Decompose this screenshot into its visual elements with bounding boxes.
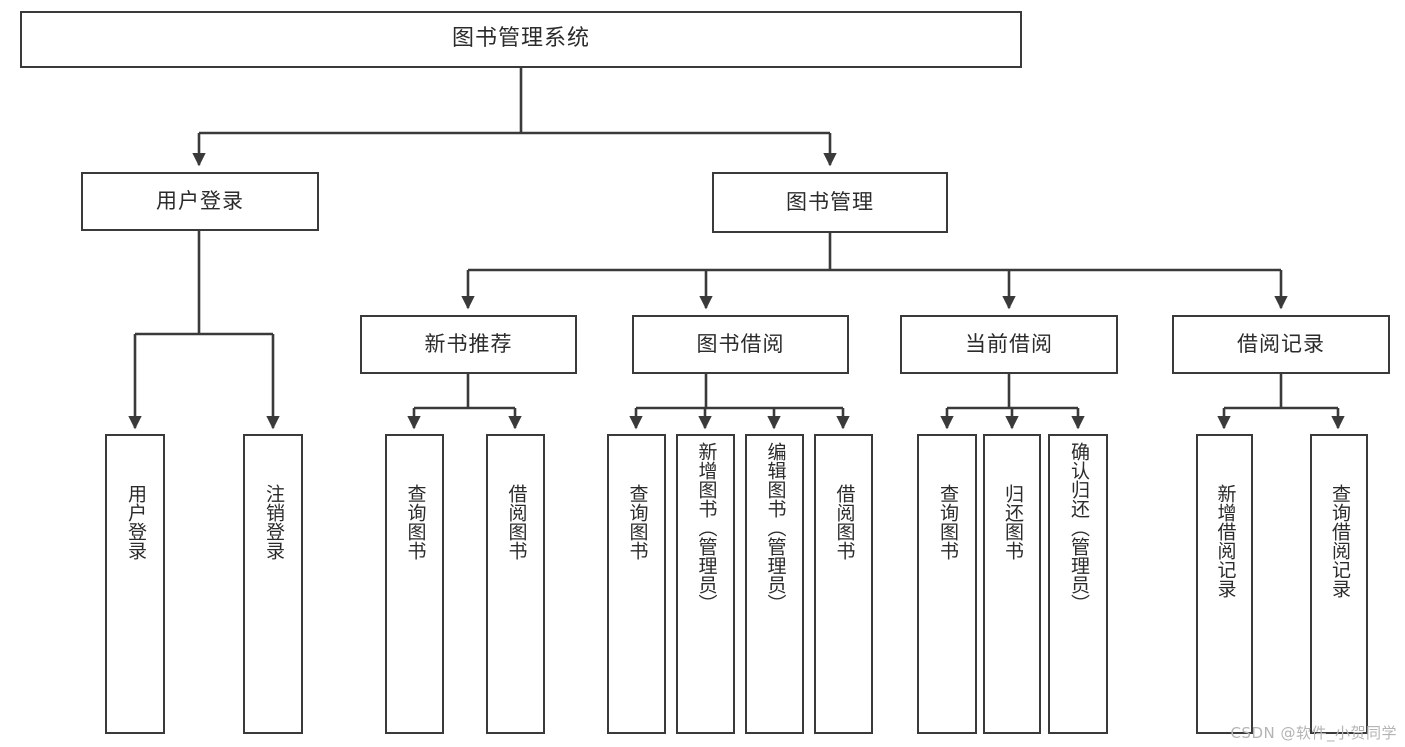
node-label: 图书管理系统	[451, 26, 590, 52]
node-label: 新增图书（管理员）	[695, 442, 718, 613]
node-new-book-recommend[interactable]: 新书推荐	[360, 315, 577, 374]
node-label: 编辑图书（管理员）	[764, 442, 787, 613]
node-label: 当前借阅	[965, 331, 1053, 356]
node-label: 用户登录	[124, 484, 147, 560]
leaf-query-book-recommend[interactable]: 查询图书	[385, 434, 444, 734]
leaf-query-book-borrow[interactable]: 查询图书	[607, 434, 666, 734]
leaf-user-logout[interactable]: 注销登录	[243, 434, 303, 734]
node-label: 新书推荐	[424, 331, 513, 356]
node-root-system[interactable]: 图书管理系统	[20, 11, 1022, 68]
node-borrow-record[interactable]: 借阅记录	[1172, 315, 1390, 374]
leaf-return-book[interactable]: 归还图书	[983, 434, 1041, 734]
node-label: 用户登录	[156, 188, 244, 213]
leaf-add-book[interactable]: 新增图书（管理员）	[676, 434, 735, 734]
watermark: CSDN @软件_小贺同学	[1230, 724, 1397, 742]
leaf-user-login[interactable]: 用户登录	[105, 434, 165, 734]
node-label: 查询图书	[936, 484, 959, 560]
node-label: 借阅图书	[505, 484, 528, 560]
node-label: 借阅记录	[1237, 331, 1325, 356]
node-book-manage[interactable]: 图书管理	[712, 172, 948, 233]
node-label: 归还图书	[1001, 484, 1024, 560]
node-user-login[interactable]: 用户登录	[81, 172, 319, 231]
leaf-query-borrow-record[interactable]: 查询借阅记录	[1310, 434, 1368, 734]
node-label: 查询图书	[626, 484, 649, 560]
leaf-add-borrow-record[interactable]: 新增借阅记录	[1196, 434, 1253, 734]
node-book-borrow[interactable]: 图书借阅	[632, 315, 849, 374]
leaf-borrow-book[interactable]: 借阅图书	[814, 434, 873, 734]
node-current-borrow[interactable]: 当前借阅	[900, 315, 1118, 374]
node-label: 新增借阅记录	[1214, 484, 1237, 598]
node-label: 确认归还（管理员）	[1067, 442, 1090, 613]
leaf-edit-book[interactable]: 编辑图书（管理员）	[745, 434, 804, 734]
node-label: 借阅图书	[833, 484, 856, 560]
node-label: 图书借阅	[696, 331, 785, 356]
leaf-borrow-book-recommend[interactable]: 借阅图书	[486, 434, 545, 734]
node-label: 注销登录	[262, 484, 285, 560]
leaf-query-book-current[interactable]: 查询图书	[917, 434, 977, 734]
node-label: 查询借阅记录	[1328, 484, 1351, 598]
node-label: 查询图书	[404, 484, 427, 560]
leaf-confirm-return[interactable]: 确认归还（管理员）	[1048, 434, 1108, 734]
node-label: 图书管理	[786, 189, 874, 214]
